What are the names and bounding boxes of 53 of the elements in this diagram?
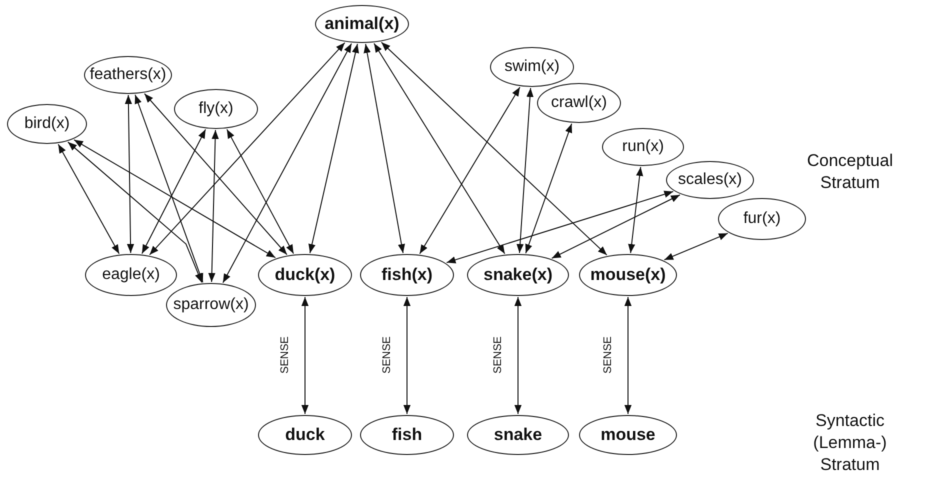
double-arrow <box>364 43 406 254</box>
double-arrow <box>446 190 674 264</box>
double-arrow <box>308 43 359 254</box>
concept-ellipse <box>174 89 258 129</box>
double-arrow <box>380 42 608 256</box>
node-label: run(x) <box>622 138 664 156</box>
node-label: duck <box>285 425 325 445</box>
concept-ellipse <box>718 198 806 240</box>
double-arrow <box>624 296 632 414</box>
double-arrow <box>525 123 572 254</box>
double-arrow <box>226 128 294 254</box>
concept-ellipse <box>166 283 256 327</box>
double-arrow <box>74 139 276 258</box>
node-label: mouse(x) <box>590 265 666 285</box>
double-arrow <box>124 94 134 254</box>
double-arrow <box>144 93 288 256</box>
node-label: eagle(x) <box>102 266 160 284</box>
concept-ellipse <box>85 254 177 296</box>
double-arrow <box>208 130 219 282</box>
node-label: fur(x) <box>743 210 781 228</box>
node-label: fish(x) <box>382 265 432 285</box>
node-label: crawl(x) <box>551 94 607 112</box>
double-arrow <box>374 42 506 254</box>
stratum-label: Conceptual Stratum <box>806 150 894 194</box>
double-arrow <box>141 128 206 254</box>
node-label: scales(x) <box>678 171 742 189</box>
concept-ellipse <box>360 254 454 296</box>
node-label: fly(x) <box>198 100 234 118</box>
double-arrow <box>551 194 680 259</box>
double-arrow <box>149 42 346 256</box>
double-arrow <box>222 43 352 284</box>
node-label: feathers(x) <box>90 66 166 84</box>
node-label: animal(x) <box>324 14 400 34</box>
double-arrow <box>134 94 204 283</box>
double-arrow <box>628 166 644 254</box>
concept-ellipse <box>666 161 754 199</box>
node-label: mouse <box>600 425 656 445</box>
double-arrow <box>516 88 534 254</box>
node-label: duck(x) <box>274 265 336 285</box>
node-label: snake(x) <box>484 265 552 285</box>
stratum-label: Syntactic (Lemma-) Stratum <box>812 410 888 476</box>
node-label: fish <box>392 425 422 445</box>
double-arrow <box>664 232 728 260</box>
node-label: swim(x) <box>504 58 560 76</box>
double-arrow <box>514 296 522 414</box>
double-arrow <box>301 296 309 414</box>
double-arrow <box>67 142 202 283</box>
double-arrow <box>58 144 120 254</box>
node-label: bird(x) <box>24 115 70 133</box>
node-label: sparrow(x) <box>173 296 249 314</box>
double-arrow <box>403 296 411 414</box>
node-label: snake <box>494 425 542 445</box>
double-arrow <box>419 86 520 254</box>
